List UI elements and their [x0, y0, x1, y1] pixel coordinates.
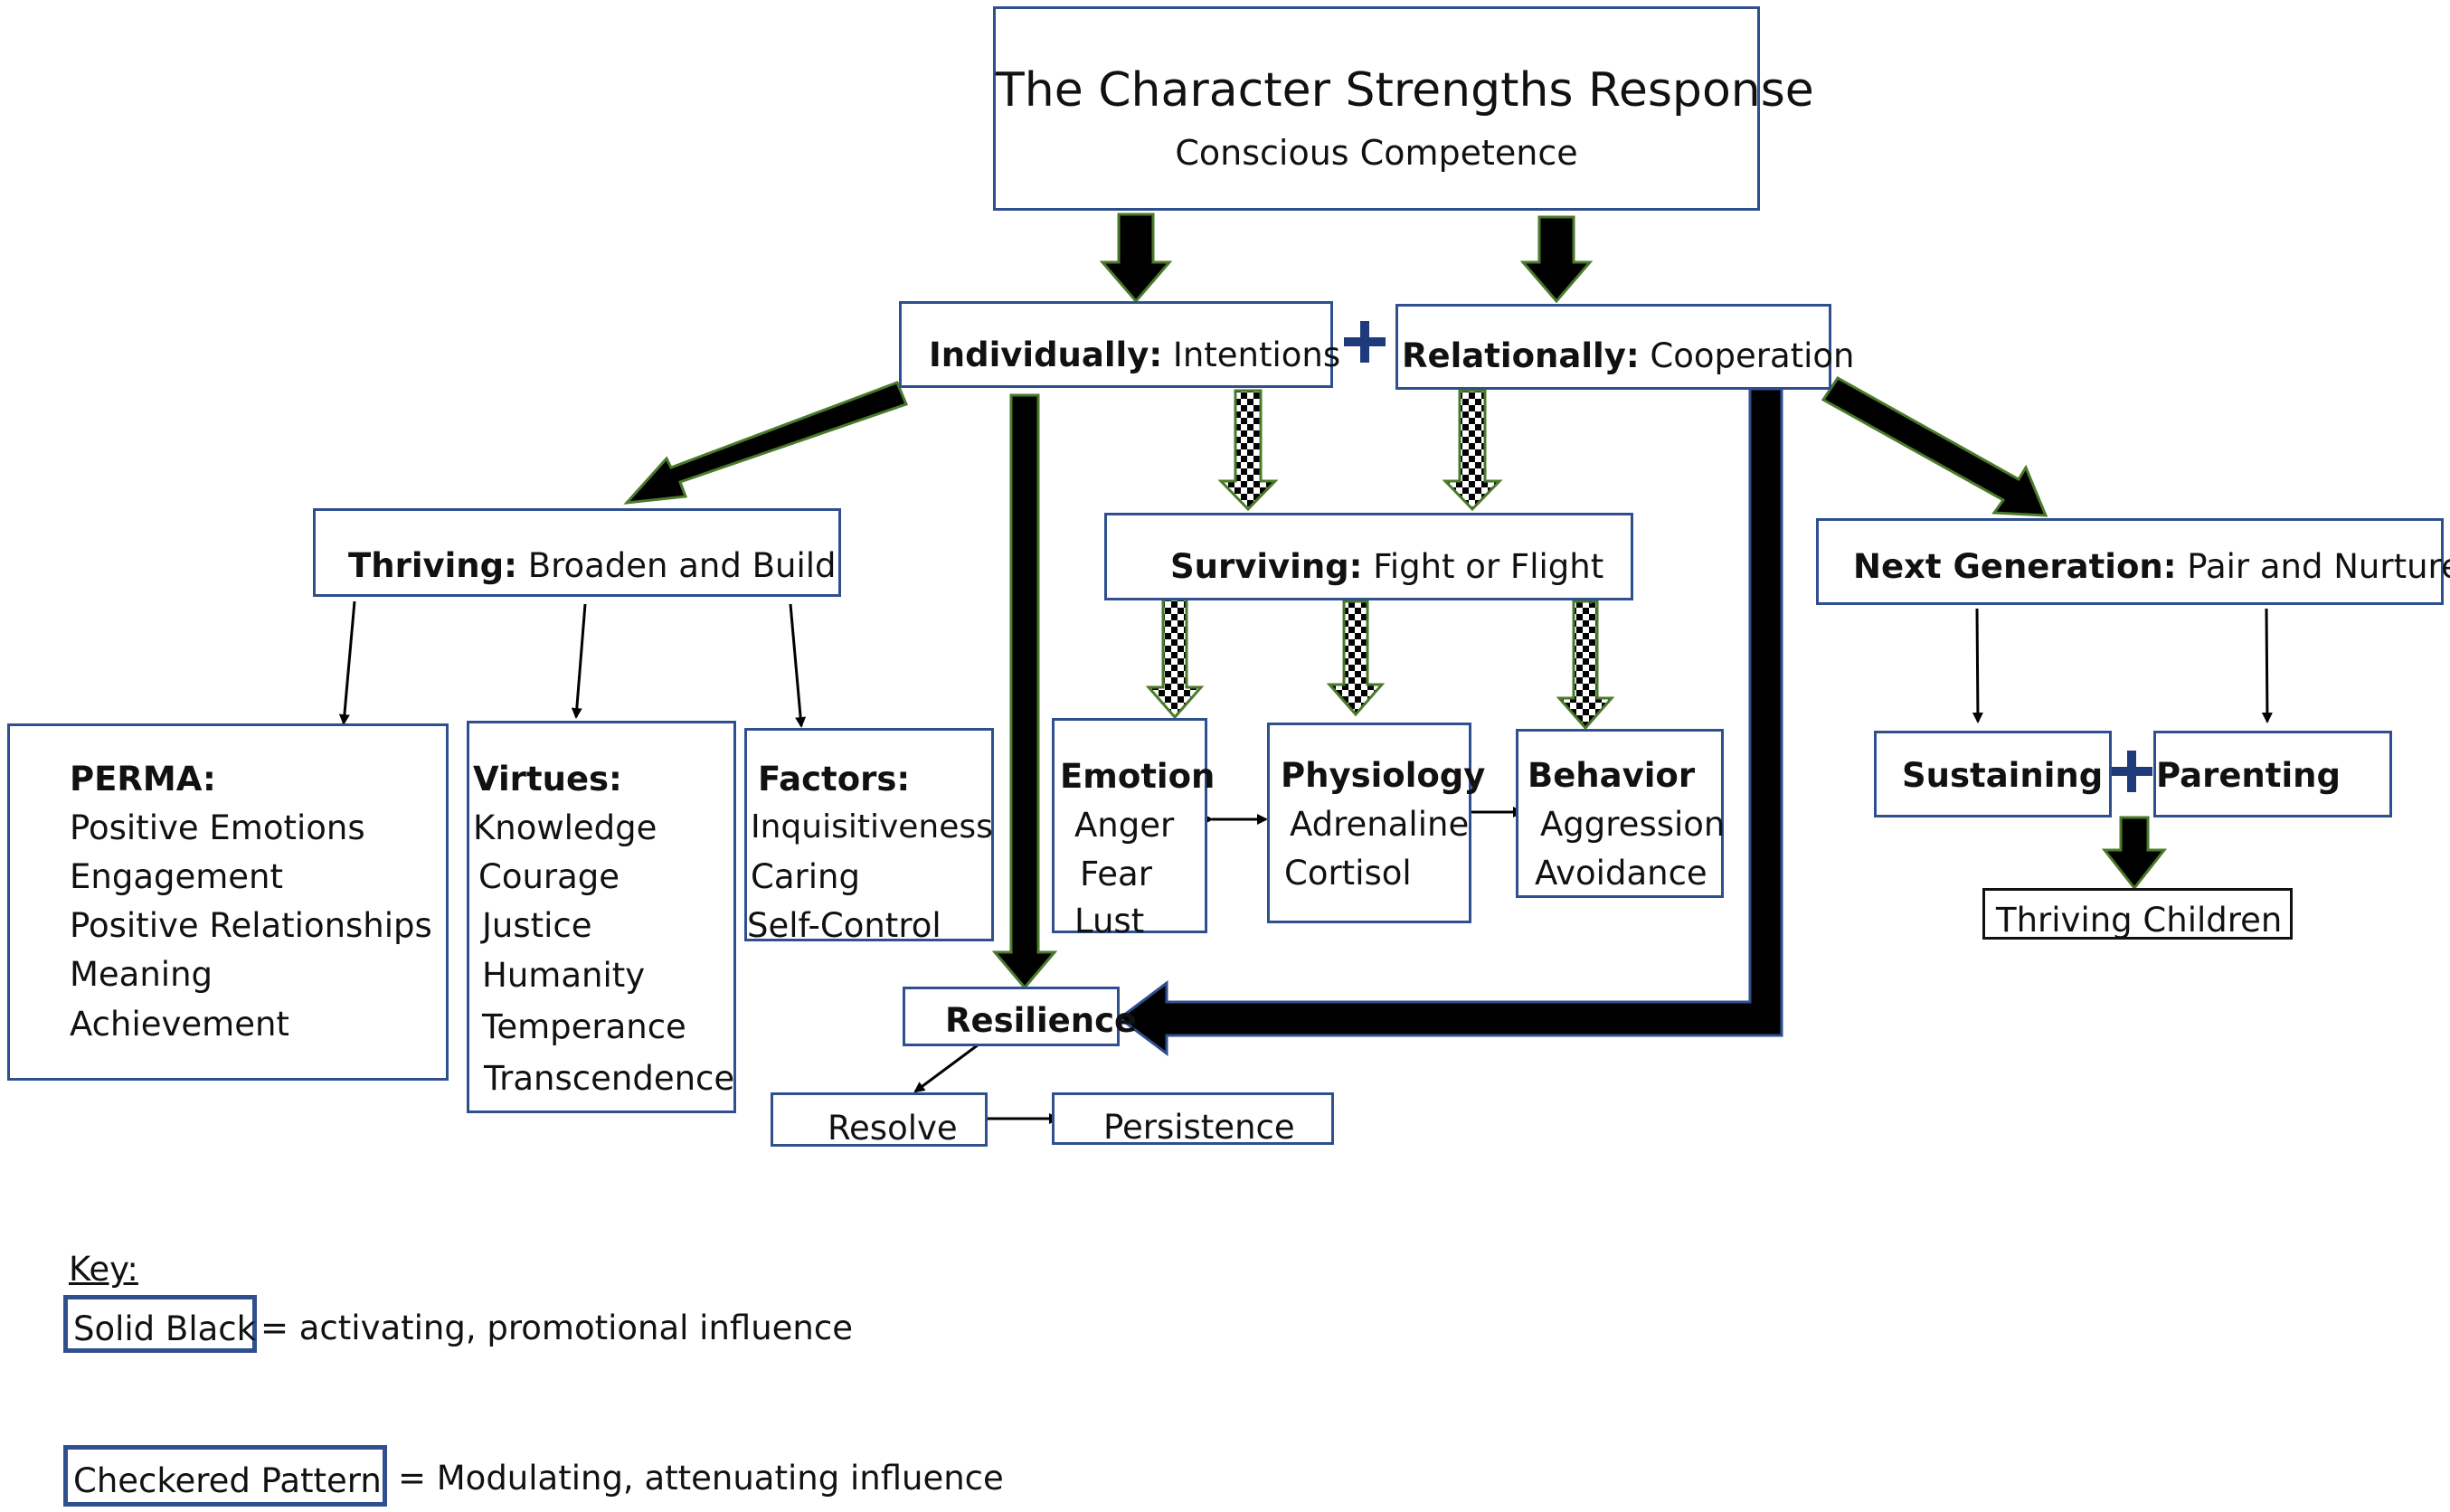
- key-checkered-label: Checkered Pattern: [73, 1461, 382, 1500]
- behavior-item: Avoidance: [1535, 854, 1707, 893]
- thriving-children-box: Thriving Children: [1982, 888, 2293, 940]
- solid-arrow-relationally-to-nextgen: [1821, 376, 2048, 517]
- checkered-arrow-surviving-to-emotion: [1145, 598, 1205, 720]
- physiology-box: Physiology Adrenaline Cortisol: [1267, 723, 1485, 923]
- checkered-arrow-surviving-to-physiology: [1326, 600, 1386, 717]
- surviving-box: Surviving: Fight or Flight: [1104, 513, 1633, 600]
- thriving-box: Thriving: Broaden and Build: [313, 508, 841, 597]
- parenting-label: Parenting: [2156, 756, 2341, 795]
- solid-arrow-individually-to-resilience: [991, 393, 1058, 990]
- thin-arrow-nextgen-to-parenting: [2261, 608, 2273, 723]
- sustaining-label: Sustaining: [1902, 756, 2104, 795]
- solid-arrow-title-to-relationally: [1519, 215, 1594, 304]
- thriving-label: Thriving: Broaden and Build: [348, 549, 837, 582]
- thriving-children-label: Thriving Children: [1996, 901, 2283, 940]
- perma-item: Positive Emotions: [70, 808, 365, 847]
- emotion-item: Anger: [1074, 806, 1175, 845]
- relationally-bold: Relationally:: [1402, 336, 1640, 375]
- behavior-box: Behavior Aggression Avoidance: [1516, 729, 1726, 898]
- factors-heading: Factors:: [758, 760, 911, 799]
- relationally-label: Relationally: Cooperation: [1402, 339, 1855, 373]
- title-box: The Character Strengths Response Conscio…: [993, 6, 1814, 211]
- perma-item: Meaning: [70, 955, 213, 994]
- individually-label: Individually: Intentions: [929, 338, 1340, 372]
- thin-arrow-thriving-to-virtues: [571, 603, 587, 719]
- resilience-label: Resilience: [945, 1001, 1138, 1040]
- emotion-heading: Emotion: [1060, 757, 1216, 796]
- thin-arrow-resilience-to-resolve: [913, 1043, 979, 1093]
- relationally-box: Relationally: Cooperation: [1395, 304, 1855, 390]
- next-generation-box: Next Generation: Pair and Nurture: [1816, 518, 2450, 605]
- behavior-item: Aggression: [1540, 805, 1726, 844]
- factors-item: Caring: [751, 857, 860, 896]
- persistence-box: Persistence: [1052, 1092, 1334, 1145]
- emotion-item: Fear: [1080, 855, 1152, 893]
- factors-item: Inquisitiveness: [751, 808, 993, 846]
- key-solid-black-description: = activating, promotional influence: [260, 1309, 853, 1347]
- emotion-item: Lust: [1074, 902, 1145, 940]
- perma-item: Positive Relationships: [70, 906, 432, 945]
- surviving-text: Fight or Flight: [1362, 547, 1604, 586]
- factors-box: Factors: Inquisitiveness Caring Self-Con…: [744, 728, 994, 945]
- key-checkered-description: = Modulating, attenuating influence: [398, 1459, 1004, 1498]
- solid-arrow-individually-to-thriving: [623, 381, 908, 505]
- plus-icon-individually-relationally: [1344, 321, 1386, 363]
- factors-item: Self-Control: [747, 906, 941, 945]
- next-generation-text: Pair and Nurture: [2176, 547, 2450, 586]
- virtues-box: Virtues: Knowledge Courage Justice Human…: [467, 721, 736, 1113]
- virtues-item: Courage: [478, 857, 620, 896]
- physiology-heading: Physiology: [1281, 756, 1486, 795]
- virtues-item: Knowledge: [473, 808, 657, 847]
- key-checkered-box: Checkered Pattern: [63, 1445, 387, 1507]
- thriving-text: Broaden and Build: [516, 546, 837, 585]
- plus-icon-sustaining-parenting: [2111, 751, 2152, 792]
- surviving-bold: Surviving:: [1170, 547, 1363, 586]
- parenting-box: Parenting: [2153, 731, 2392, 817]
- perma-item: Engagement: [70, 857, 284, 896]
- resolve-label: Resolve: [828, 1109, 958, 1148]
- sustaining-box: Sustaining: [1874, 731, 2112, 817]
- perma-box: PERMA: Positive Emotions Engagement Posi…: [7, 723, 449, 1081]
- virtues-item: Humanity: [482, 956, 646, 995]
- virtues-item: Transcendence: [484, 1059, 735, 1098]
- key-solid-black-box: Solid Black: [63, 1295, 257, 1353]
- resolve-box: Resolve: [771, 1092, 988, 1147]
- individually-bold: Individually:: [929, 335, 1163, 374]
- individually-box: Individually: Intentions: [899, 301, 1340, 388]
- checkered-arrow-surviving-to-behavior: [1556, 600, 1615, 731]
- physiology-item: Cortisol: [1284, 854, 1412, 893]
- thriving-bold: Thriving:: [348, 546, 517, 585]
- key-title: Key:: [69, 1250, 138, 1289]
- solid-arrow-title-to-individually: [1099, 213, 1173, 304]
- thin-arrow-nextgen-to-sustaining: [1972, 608, 1983, 723]
- surviving-label: Surviving: Fight or Flight: [1170, 550, 1603, 583]
- checkered-arrow-relationally-to-surviving: [1442, 389, 1503, 512]
- perma-heading: PERMA:: [70, 760, 216, 799]
- next-generation-bold: Next Generation:: [1853, 547, 2177, 586]
- physiology-item: Adrenaline: [1290, 805, 1470, 844]
- virtues-item: Temperance: [482, 1007, 686, 1046]
- thin-arrow-thriving-to-perma: [338, 600, 356, 725]
- relationally-text: Cooperation: [1639, 336, 1855, 375]
- emotion-box: Emotion Anger Fear Lust: [1052, 718, 1215, 938]
- virtues-heading: Virtues:: [473, 760, 622, 799]
- individually-text: Intentions: [1162, 335, 1341, 374]
- thin-arrow-thriving-to-factors: [789, 603, 807, 728]
- persistence-label: Persistence: [1103, 1108, 1295, 1147]
- title-heading: The Character Strengths Response: [996, 63, 1814, 118]
- title-subheading: Conscious Competence: [1175, 133, 1578, 173]
- checkered-arrow-individually-to-surviving: [1217, 389, 1279, 512]
- behavior-heading: Behavior: [1528, 756, 1696, 795]
- solid-arrow-relationally-to-resilience: [1117, 387, 1783, 1056]
- virtues-item: Justice: [482, 906, 592, 945]
- key-solid-black-label: Solid Black: [73, 1309, 257, 1348]
- solid-arrow-parenting-to-thriving-children: [2101, 816, 2168, 891]
- next-generation-label: Next Generation: Pair and Nurture: [1853, 550, 2450, 583]
- resilience-box: Resilience: [903, 987, 1137, 1046]
- perma-item: Achievement: [70, 1005, 289, 1044]
